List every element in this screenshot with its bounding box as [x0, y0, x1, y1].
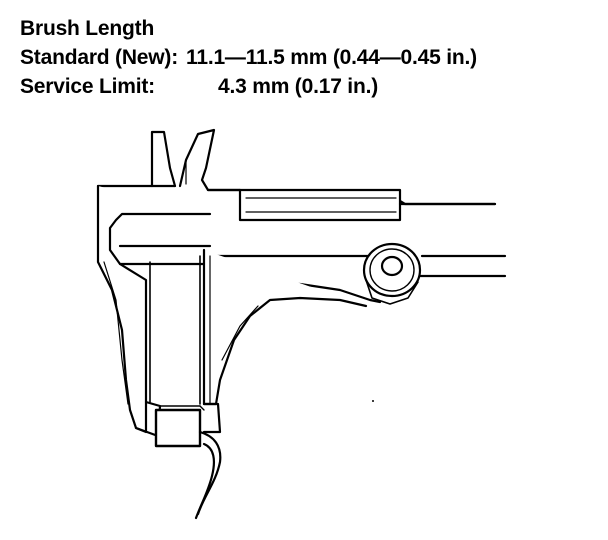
sliding-jaw-lower [202, 248, 368, 406]
thumb-wheel-rim [369, 248, 415, 292]
sliding-jaw-shade [221, 305, 259, 361]
carbon-brush [154, 408, 202, 448]
standard-value: 11.1—11.5 mm (0.44—0.45 in.) [186, 46, 477, 69]
service-limit-label: Service Limit: [20, 75, 155, 98]
depth-rod [238, 188, 402, 222]
jaw-tip-left [134, 400, 148, 434]
brush-length-spec: Brush Length Standard (New): 11.1—11.5 m… [20, 14, 600, 101]
caliper-beam-top [96, 184, 242, 192]
fixed-jaw-body [96, 184, 212, 438]
spec-title: Brush Length [20, 17, 155, 40]
brush-lead-wire [196, 430, 222, 516]
upper-jaw-fixed [150, 130, 177, 188]
thumb-wheel-center [380, 255, 404, 277]
brush-lead-wire-2 [194, 442, 215, 520]
main-beam-rail-top [118, 244, 507, 258]
thumb-wheel-base [365, 279, 419, 305]
upper-jaw-sliding [178, 128, 242, 192]
standard-row: Standard (New): 11.1—11.5 mm (0.44—0.45 … [20, 43, 600, 72]
main-beam-rail-bottom [118, 262, 507, 278]
carbon-brush-side-face [199, 405, 205, 411]
paper-speck [372, 400, 374, 402]
service-limit-value: 4.3 mm (0.17 in.) [218, 75, 378, 98]
service-limit-row: Service Limit: 4.3 mm (0.17 in.) [20, 72, 600, 101]
jaw-tip-right [202, 402, 222, 434]
fixed-jaw-shade [103, 261, 129, 405]
standard-label: Standard (New): [20, 46, 179, 69]
